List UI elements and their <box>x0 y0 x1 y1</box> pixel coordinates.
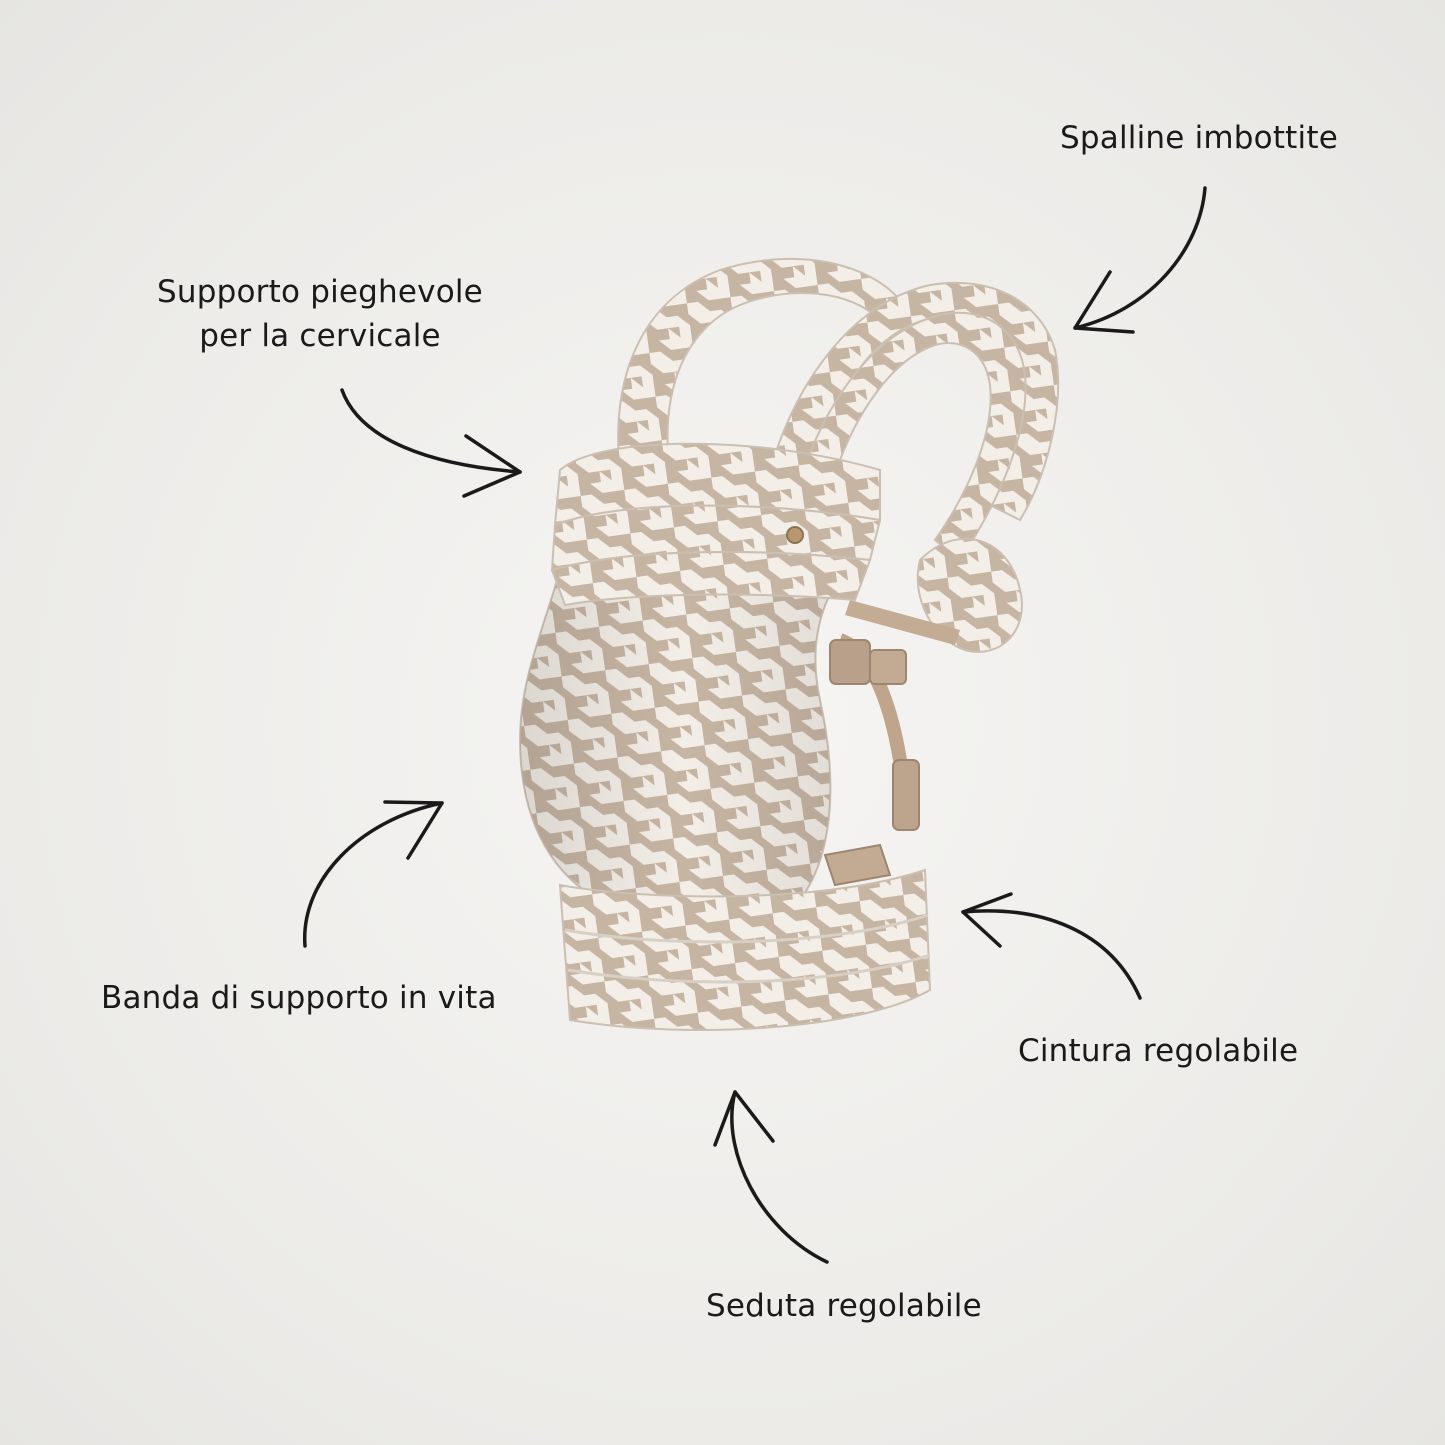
arrow-belt-icon <box>961 892 1142 1000</box>
shoulder-straps-image <box>617 257 1060 653</box>
label-neck-support-line2: per la cervicale <box>199 318 441 354</box>
arrow-seat-icon <box>713 1090 829 1264</box>
side-buckle-icon <box>829 600 960 831</box>
neck-support-image <box>550 442 882 607</box>
arrow-shoulder-straps-icon <box>1073 186 1207 334</box>
arrow-waist-band-icon <box>303 800 444 948</box>
waist-belt-image <box>558 843 932 1031</box>
label-neck-support: Supporto pieghevole per la cervicale <box>150 270 490 358</box>
label-neck-support-line1: Supporto pieghevole <box>157 274 483 310</box>
label-seat: Seduta regolabile <box>706 1288 982 1324</box>
label-shoulder-straps: Spalline imbottite <box>1060 120 1338 156</box>
snap-button-icon <box>786 526 804 544</box>
arrow-neck-support-icon <box>340 388 522 498</box>
label-waist-band: Banda di supporto in vita <box>101 980 497 1016</box>
label-belt: Cintura regolabile <box>1018 1033 1299 1069</box>
